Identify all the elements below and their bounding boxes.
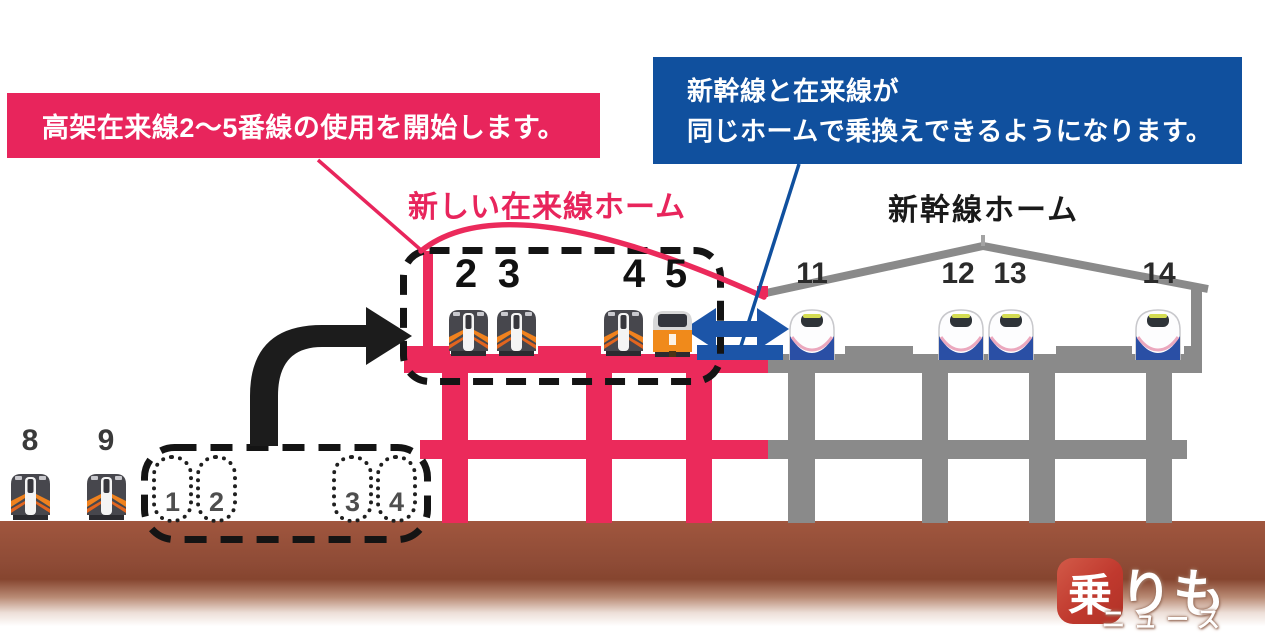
blue-callout-pointer bbox=[739, 163, 801, 347]
ghost-platform-3: 3 bbox=[332, 455, 373, 523]
logo-badge-char: 乗 bbox=[1068, 571, 1112, 620]
logo-main-text: りもの bbox=[1120, 566, 1227, 624]
local-train-icon bbox=[87, 474, 126, 520]
platform-number-14: 14 bbox=[1142, 257, 1176, 290]
gray-deck bbox=[768, 354, 1198, 373]
pink-arc bbox=[418, 222, 767, 300]
platform-number-13: 13 bbox=[993, 257, 1027, 290]
gray-platform-block bbox=[845, 346, 913, 356]
ghost-platform-1: 1 bbox=[152, 455, 193, 523]
platform-14-train bbox=[1133, 306, 1183, 361]
local-train-icon bbox=[449, 310, 488, 356]
shinkansen-train-icon bbox=[988, 309, 1034, 361]
platform-number-3: 3 bbox=[497, 252, 521, 296]
local-train-icon bbox=[11, 474, 50, 520]
shinkansen-train-icon bbox=[789, 309, 835, 361]
track-number-9: 9 bbox=[97, 424, 115, 457]
new-local-platform-label: 新しい在来線ホーム bbox=[408, 191, 687, 224]
ghost-platform-2: 2 bbox=[196, 455, 237, 523]
platform-number-5: 5 bbox=[664, 252, 688, 296]
ghost-platform-4: 4 bbox=[376, 455, 417, 523]
pink-platform-block bbox=[404, 346, 450, 356]
platform-number-4: 4 bbox=[622, 252, 646, 296]
shinkansen-train-icon bbox=[1135, 309, 1181, 361]
transfer-notice-line2: 同じホームで乗換えできるようになります。 bbox=[687, 115, 1213, 146]
ghost-platform-number-2: 2 bbox=[208, 487, 225, 517]
local-train-icon bbox=[604, 310, 643, 356]
gray-platform-block bbox=[1056, 346, 1132, 356]
pink-platform-block bbox=[538, 346, 601, 356]
platform-number-2: 2 bbox=[454, 252, 478, 296]
transfer-notice-callout: 新幹線と在来線が 同じホームで乗換えできるようになります。 bbox=[653, 57, 1242, 164]
pink-elevated-structure bbox=[404, 251, 768, 523]
red-callout-pointer bbox=[316, 158, 423, 252]
shinkansen-train-icon bbox=[938, 309, 984, 361]
ground-strip bbox=[0, 521, 1265, 633]
roof-post bbox=[1191, 289, 1202, 373]
pink-crossbeam bbox=[420, 440, 768, 459]
gray-shinkansen-structure bbox=[768, 289, 1202, 523]
orange-train-icon bbox=[653, 311, 692, 357]
dashed-box-ground bbox=[141, 444, 431, 543]
platform-5-train bbox=[649, 308, 696, 358]
pink-arc-endcap bbox=[757, 286, 768, 297]
logo-badge: 乗 bbox=[1057, 558, 1123, 624]
ghost-platform-number-3: 3 bbox=[344, 487, 361, 517]
dashed-box-elevated bbox=[400, 247, 724, 385]
ghost-platform-number-4: 4 bbox=[388, 487, 405, 517]
transfer-double-arrow bbox=[684, 308, 789, 350]
platform-number-11: 11 bbox=[796, 257, 828, 290]
track-8-train bbox=[8, 472, 53, 522]
pink-deck bbox=[404, 354, 768, 373]
platform-12-train bbox=[936, 306, 986, 361]
platform-4-train bbox=[601, 308, 646, 358]
shinkansen-platform-label: 新幹線ホーム bbox=[888, 194, 1080, 227]
gray-crossbeam bbox=[768, 440, 1187, 459]
platform-3-train bbox=[494, 308, 539, 358]
platform-2-train bbox=[446, 308, 491, 358]
track-9-train bbox=[84, 472, 129, 522]
local-train-icon bbox=[497, 310, 536, 356]
logo-sub-text: ニュース bbox=[1102, 606, 1229, 632]
platform-13-train bbox=[986, 306, 1036, 361]
platform-number-12: 12 bbox=[941, 257, 975, 290]
pink-left-wall bbox=[423, 251, 433, 363]
transfer-notice-line1: 新幹線と在来線が bbox=[687, 75, 900, 106]
platform-11-train bbox=[787, 306, 837, 361]
ghost-platform-number-1: 1 bbox=[164, 487, 181, 517]
relocation-arrow bbox=[250, 307, 412, 446]
track-number-8: 8 bbox=[21, 424, 39, 457]
elevated-notice-callout: 高架在来線2〜5番線の使用を開始します。 bbox=[7, 93, 600, 158]
elevated-notice-text: 高架在来線2〜5番線の使用を開始します。 bbox=[41, 113, 566, 143]
